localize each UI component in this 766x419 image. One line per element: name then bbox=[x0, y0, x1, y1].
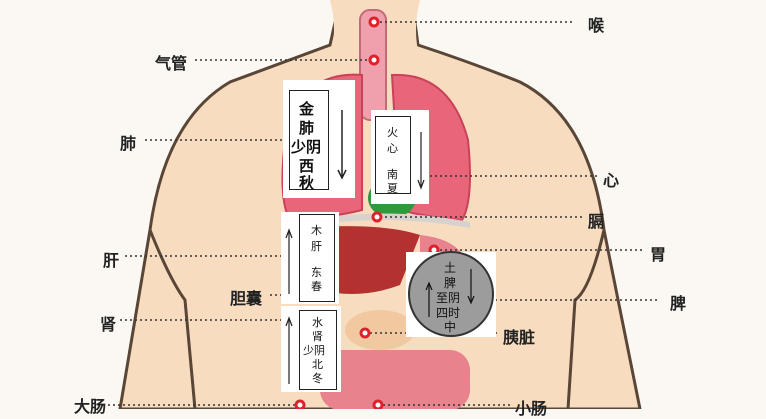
wood-element: 木 bbox=[311, 224, 322, 237]
metal-box: 金 肺 少阴 西 秋 bbox=[283, 80, 355, 198]
wood-season: 春 bbox=[311, 280, 322, 293]
earth-organ: 脾 bbox=[444, 276, 457, 290]
label-gallbladder: 胆囊 bbox=[230, 289, 263, 308]
water-up-arrow-icon bbox=[285, 316, 293, 384]
earth-time: 四时 bbox=[436, 306, 461, 320]
label-pancreas: 胰脏 bbox=[503, 328, 536, 347]
earth-down-arrow-icon bbox=[467, 269, 475, 305]
label-trachea: 气管 bbox=[155, 54, 188, 73]
label-spleen: 脾 bbox=[670, 294, 687, 313]
earth-yinyang: 至阴 bbox=[436, 291, 461, 305]
water-element: 水 bbox=[312, 316, 323, 329]
fire-season: 夏 bbox=[387, 182, 398, 195]
marker-large-intestine bbox=[294, 399, 306, 409]
earth-circle-content: 土 脾 至阴 四时 中 bbox=[410, 255, 492, 335]
metal-organ: 肺 bbox=[299, 119, 315, 137]
metal-yinyang: 少阴 bbox=[291, 138, 322, 156]
label-large-intestine: 大肠 bbox=[74, 397, 107, 416]
metal-down-arrow-icon bbox=[337, 110, 347, 180]
wood-box: 木 肝 东 春 bbox=[281, 212, 339, 304]
fire-inner-box bbox=[375, 116, 411, 194]
label-lung: 肺 bbox=[120, 134, 137, 153]
intestines-shape bbox=[320, 350, 470, 409]
metal-direction: 西 bbox=[299, 157, 315, 175]
water-organ: 肾 bbox=[312, 330, 323, 343]
body-illustration bbox=[98, 0, 660, 409]
water-box: 水 肾 少阴 北 冬 bbox=[281, 306, 341, 392]
fire-down-arrow-icon bbox=[417, 132, 425, 190]
pancreas-shape bbox=[345, 310, 415, 350]
label-liver: 肝 bbox=[103, 251, 120, 270]
earth-circle bbox=[408, 251, 494, 337]
wood-up-arrow-icon bbox=[285, 228, 293, 294]
left-arm-line bbox=[148, 229, 197, 409]
label-throat: 喉 bbox=[588, 16, 605, 35]
fire-box: 火 心 南 夏 bbox=[371, 110, 429, 204]
earth-element: 土 bbox=[444, 261, 457, 275]
label-diaphragm: 膈 bbox=[588, 212, 605, 231]
label-heart: 心 bbox=[603, 171, 620, 190]
fire-element: 火 bbox=[387, 126, 398, 139]
marker-pancreas bbox=[359, 327, 371, 339]
metal-season: 秋 bbox=[299, 174, 315, 192]
anatomy-diagram: 喉 气管 肺 心 膈 肝 胃 胆囊 脾 肾 胰脏 大肠 小肠 金 肺 少阴 西 … bbox=[74, 0, 687, 418]
leader-lines bbox=[98, 21, 660, 406]
metal-inner-box bbox=[289, 90, 329, 190]
fire-organ: 心 bbox=[387, 142, 398, 155]
water-season: 冬 bbox=[312, 372, 323, 385]
marker-diaphragm bbox=[371, 211, 383, 223]
water-inner-box bbox=[299, 310, 337, 390]
earth-direction: 中 bbox=[444, 320, 457, 334]
water-direction: 北 bbox=[312, 358, 323, 371]
wood-inner-box bbox=[299, 214, 335, 302]
wood-direction: 东 bbox=[311, 266, 322, 279]
metal-element: 金 bbox=[299, 100, 315, 118]
fire-direction: 南 bbox=[387, 168, 398, 181]
marker-trachea bbox=[368, 54, 380, 66]
earth-up-arrow-icon bbox=[425, 281, 433, 317]
label-stomach: 胃 bbox=[650, 245, 667, 264]
label-small-intestine: 小肠 bbox=[515, 399, 548, 418]
wood-organ: 肝 bbox=[311, 240, 322, 253]
water-yinyang: 少阴 bbox=[303, 344, 325, 357]
label-kidney: 肾 bbox=[100, 315, 117, 334]
diaphragm-shape bbox=[300, 213, 470, 228]
marker-throat bbox=[368, 16, 380, 28]
marker-small-intestine bbox=[372, 399, 384, 409]
